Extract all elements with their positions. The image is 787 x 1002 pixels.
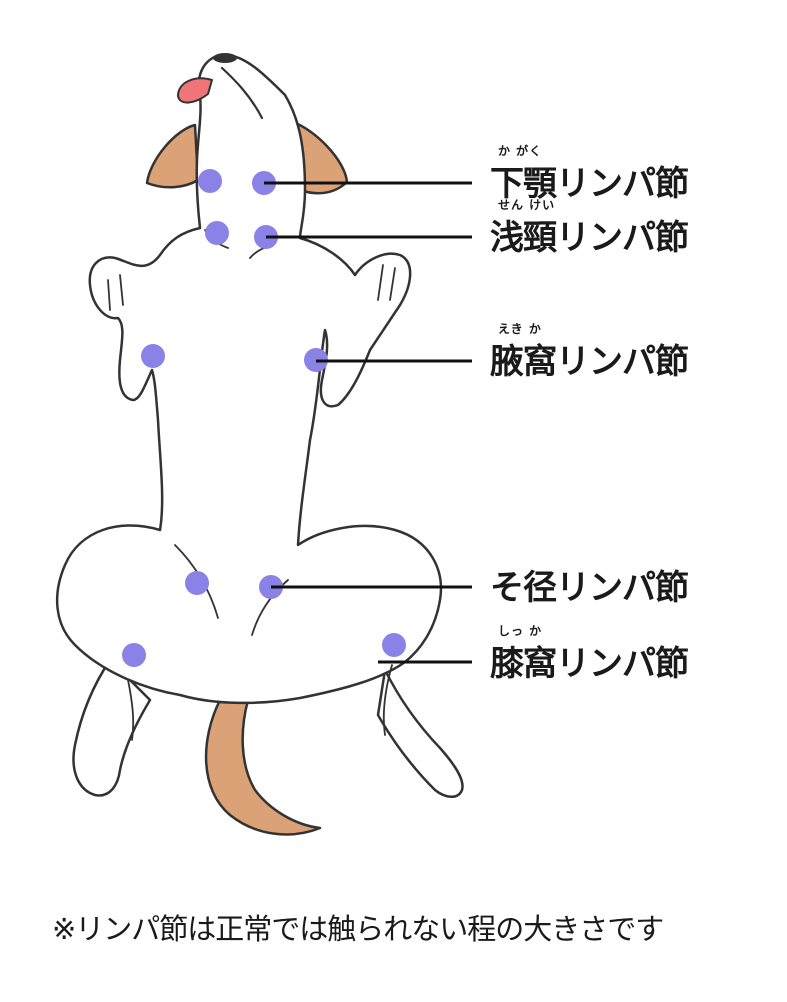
left-ear	[145, 123, 200, 189]
footnote: ※リンパ節は正常では触られない程の大きさです	[52, 912, 664, 946]
tail	[204, 698, 322, 836]
name-mandibular: 下顎リンパ節	[490, 164, 689, 204]
ruby-mandibular: か がく	[498, 144, 543, 158]
tongue	[177, 77, 213, 104]
right-hind-leg	[376, 668, 464, 798]
label-popliteal: しっ か 膝窩リンパ節	[490, 624, 689, 685]
ruby-axillary: えき か	[498, 322, 542, 336]
node-inguinal-left	[185, 571, 209, 595]
front-left-paw-lines	[107, 274, 124, 311]
label-cervical: せん けい 浅頸リンパ節	[490, 198, 689, 259]
ruby-cervical: せん けい	[498, 198, 556, 212]
node-mandibular-left	[198, 169, 222, 193]
chin-line	[220, 66, 264, 120]
ruby-popliteal: しっ か	[498, 624, 543, 638]
label-inguinal: そ径リンパ節	[490, 552, 689, 609]
name-popliteal: 膝窩リンパ節	[490, 644, 689, 684]
name-axillary: 腋窩リンパ節	[490, 342, 689, 382]
node-popliteal-right	[382, 633, 406, 657]
front-right-paw-lines	[377, 264, 396, 301]
dog-body	[55, 53, 443, 705]
label-mandibular: か がく 下顎リンパ節	[490, 144, 689, 205]
label-axillary: えき か 腋窩リンパ節	[490, 322, 689, 383]
node-cervical-left	[205, 221, 229, 245]
node-popliteal-left	[122, 643, 146, 667]
node-axillary-left	[141, 344, 165, 368]
name-cervical: 浅頸リンパ節	[490, 218, 689, 258]
name-inguinal: そ径リンパ節	[490, 568, 689, 608]
nose	[213, 53, 237, 63]
